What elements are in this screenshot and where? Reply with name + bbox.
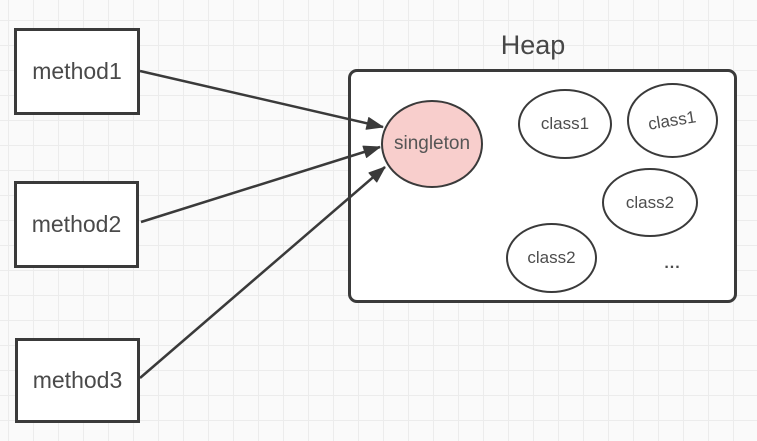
heap-title: Heap bbox=[500, 30, 566, 60]
node-method3[interactable]: method3 bbox=[15, 338, 140, 423]
node-method2-label: method2 bbox=[31, 211, 122, 237]
node-method3-label: method3 bbox=[32, 367, 123, 393]
arrow-method1-to-singleton[interactable] bbox=[139, 69, 384, 130]
node-class2-b[interactable]: class2 bbox=[506, 223, 597, 293]
node-class2-b-label: class2 bbox=[527, 248, 576, 267]
node-class2-a-label: class2 bbox=[625, 192, 675, 212]
node-method2[interactable]: method2 bbox=[14, 181, 139, 268]
node-method1[interactable]: method1 bbox=[14, 28, 140, 115]
node-class1-b[interactable]: class1 bbox=[627, 83, 718, 158]
node-class1-a[interactable]: class1 bbox=[518, 89, 612, 159]
arrow-method2-to-singleton[interactable] bbox=[140, 145, 381, 224]
node-method1-label: method1 bbox=[32, 58, 122, 84]
heap-ellipsis-text: ... bbox=[664, 255, 681, 272]
node-class1-b-label: class1 bbox=[647, 106, 698, 134]
node-class1-a-label: class1 bbox=[540, 114, 590, 133]
node-singleton[interactable]: singleton bbox=[381, 100, 483, 188]
node-class2-a[interactable]: class2 bbox=[602, 168, 698, 237]
node-singleton-label: singleton bbox=[393, 133, 471, 154]
